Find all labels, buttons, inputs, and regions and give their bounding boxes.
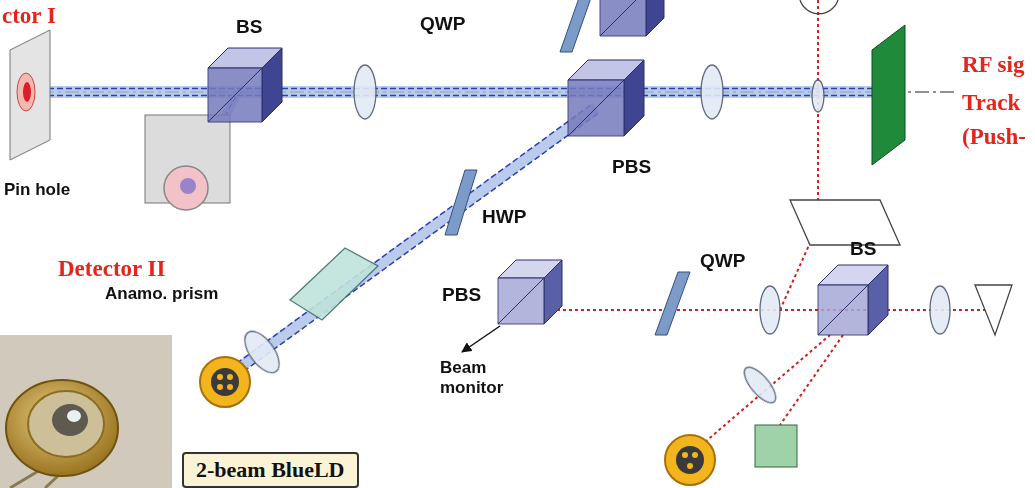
beam-splitter	[818, 265, 888, 335]
part-label: QWP	[700, 250, 745, 272]
part-label: PBS	[612, 156, 651, 178]
blue-beam	[30, 86, 880, 382]
beam-monitor-arrow	[462, 326, 500, 352]
part-label: HWP	[482, 206, 526, 228]
beam-splitter	[208, 48, 282, 122]
signal-label: (Push-	[962, 124, 1026, 150]
detector-ii	[145, 115, 230, 210]
rf-detector	[872, 25, 905, 165]
anamorphic-prism	[290, 248, 378, 320]
mirror-prism	[975, 285, 1012, 335]
ld-photo	[0, 335, 172, 488]
box-text: 2-beam BlueLD	[196, 457, 345, 482]
signal-label: Track	[962, 90, 1020, 116]
laser-diode	[665, 435, 715, 485]
wave-plate	[445, 0, 690, 335]
part-label: BS	[236, 16, 262, 38]
red-beam	[545, 0, 990, 442]
part-label: BS	[850, 238, 876, 260]
device-label-box: 2-beam BlueLD	[182, 452, 359, 488]
detector-label: Detector II	[58, 256, 166, 282]
detector-i	[10, 30, 50, 160]
part-label: Anamo. prism	[105, 284, 218, 304]
polarizing-beam-splitter	[568, 60, 644, 136]
lens	[238, 65, 950, 408]
part-label: Beam monitor	[440, 358, 524, 397]
part-label: Pin hole	[4, 180, 70, 200]
beam-splitter	[600, 0, 664, 36]
part-label: QWP	[420, 13, 465, 35]
laser-diode	[200, 357, 250, 407]
part-label: PBS	[442, 284, 481, 306]
polarizing-beam-splitter	[498, 260, 562, 324]
optics-part	[800, 0, 838, 14]
detector-label: ctor I	[2, 3, 56, 29]
mirror-prism	[790, 200, 900, 245]
tracking-detector	[755, 425, 797, 467]
signal-label: RF sig	[962, 52, 1024, 78]
